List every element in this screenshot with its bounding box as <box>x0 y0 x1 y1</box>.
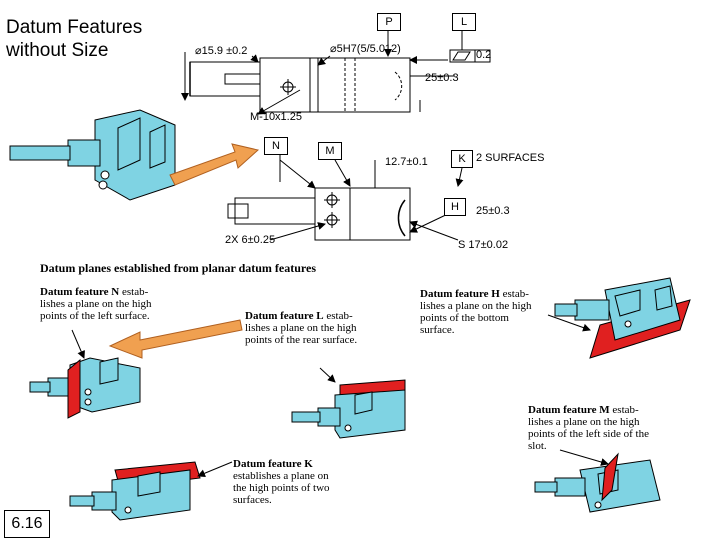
section-heading: Datum planes established from planar dat… <box>40 261 317 275</box>
dim-length-25-mid: 25±0.3 <box>476 205 510 217</box>
dim-sphere: S 17±0.02 <box>458 239 509 251</box>
orange-arrow-bottom <box>108 319 243 359</box>
top-side-view <box>181 26 491 115</box>
note-k-bold: Datum feature K <box>233 458 313 470</box>
datum-box-p: P <box>377 13 401 31</box>
note-datum-h: Datum feature H estab- lishes a plane on… <box>420 288 560 336</box>
dim-flatness: 0.2 <box>476 49 492 61</box>
dim-two-surfaces: 2 SURFACES <box>476 152 545 164</box>
note-datum-m: Datum feature M estab- lishes a plane on… <box>528 404 678 452</box>
dim-position-12: 12.7±0.1 <box>385 156 428 168</box>
part-3d-datum-l <box>291 367 406 439</box>
dim-diameter-15-value: 15.9 ±0.2 <box>201 45 248 57</box>
note-datum-n: Datum feature N estab- lishes a plane on… <box>40 286 190 322</box>
note-m-bold: Datum feature M <box>528 404 610 416</box>
note-h-text: estab- lishes a plane on the high points… <box>420 288 532 336</box>
leader-n <box>71 329 85 359</box>
note-l-bold: Datum feature L <box>245 310 324 322</box>
note-k-text: establishes a plane on the high points o… <box>233 470 330 506</box>
dim-thread: M-10x1.25 <box>250 111 302 123</box>
part-3d-datum-k <box>69 461 233 521</box>
datum-box-l: L <box>452 13 476 31</box>
note-datum-k: Datum feature K establishes a plane on t… <box>233 458 363 506</box>
middle-front-view <box>227 150 464 241</box>
datum-box-m: M <box>318 142 342 160</box>
part-3d-datum-h <box>547 277 691 359</box>
part-3d-datum-m <box>534 449 661 513</box>
note-m-text: estab- lishes a plane on the high points… <box>528 404 649 452</box>
page-title: Datum Features without Size <box>6 17 143 61</box>
note-n-text: estab- lishes a plane on the high points… <box>40 286 152 322</box>
part-3d-datum-n <box>29 357 141 419</box>
note-l-text: estab- lishes a plane on the high points… <box>245 310 358 346</box>
dim-bore-value: 5H7(5/5.012) <box>336 43 401 55</box>
datum-box-k: K <box>451 150 473 168</box>
note-h-bold: Datum feature H <box>420 288 500 300</box>
dim-length-25-top: 25±0.3 <box>425 72 459 84</box>
orange-arrow-top <box>169 143 260 186</box>
note-n-bold: Datum feature N <box>40 286 120 298</box>
page-number: 6.16 <box>4 510 50 538</box>
datum-box-n: N <box>264 137 288 155</box>
part-3d-left <box>9 109 176 201</box>
dim-holes: 2X 6±0.25 <box>225 234 276 246</box>
note-datum-l: Datum feature L estab- lishes a plane on… <box>245 310 405 346</box>
datum-box-h: H <box>444 198 466 216</box>
dim-diameter-15: ⌀15.9 ±0.2 <box>195 45 248 57</box>
dim-bore: ⌀5H7(5/5.012) <box>330 43 401 55</box>
